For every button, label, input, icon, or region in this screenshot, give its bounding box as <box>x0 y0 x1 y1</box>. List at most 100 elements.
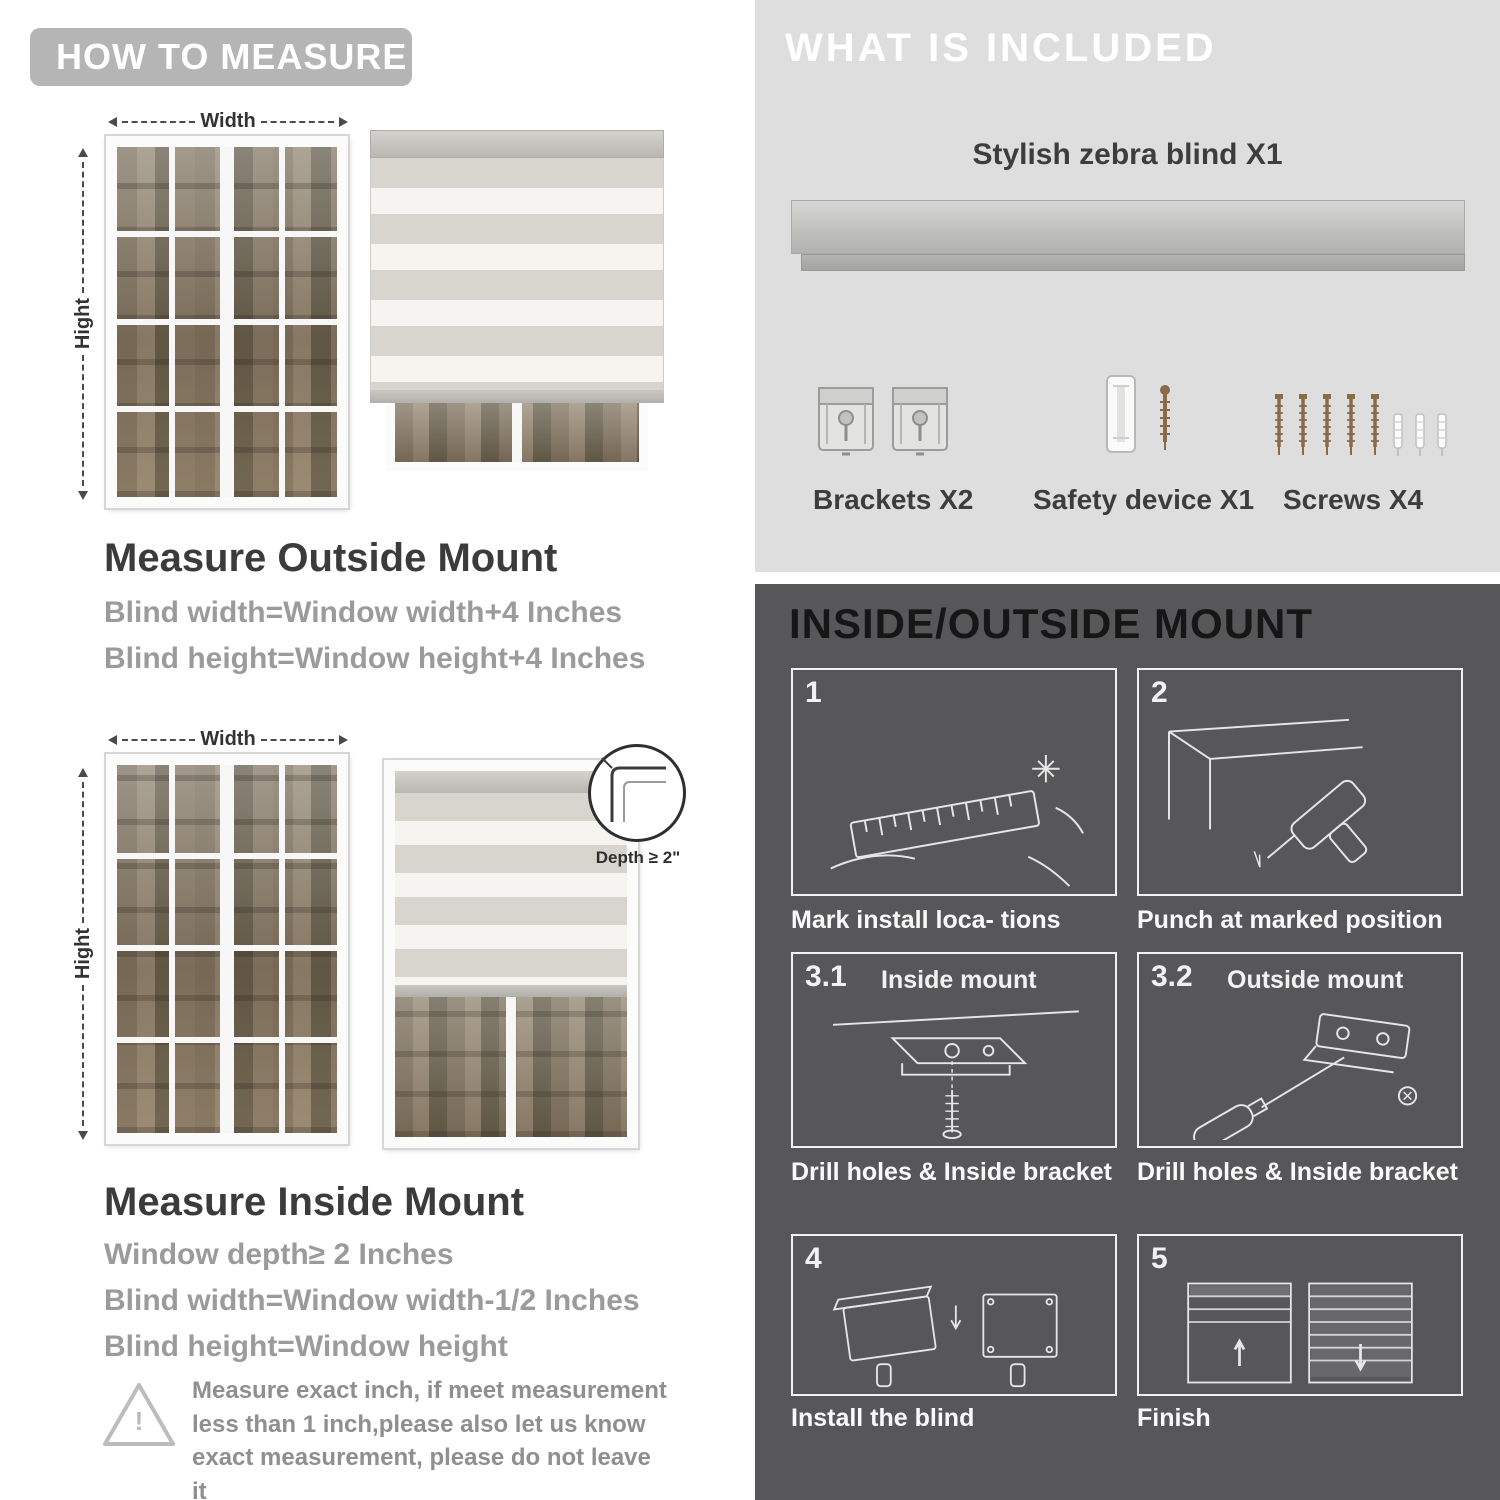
dashed-line <box>82 162 84 294</box>
brackets-label: Brackets X2 <box>813 484 974 515</box>
step-number: 3.2 <box>1151 960 1193 993</box>
window-muntin <box>117 231 337 237</box>
how-to-measure-section: HOW TO MEASURE Width Hight <box>30 28 686 1500</box>
inside-width-arrow: Width <box>108 728 349 751</box>
measure-note: Measure exact inch, if meet measurement … <box>192 1377 667 1500</box>
step-2-illustration <box>1145 712 1455 888</box>
brackets-illustration <box>813 380 953 464</box>
arrow-up-icon <box>78 148 88 157</box>
mount-instructions-section: INSIDE/OUTSIDE MOUNT 1 Mark install lo <box>755 584 1500 1500</box>
blind-item-label: Stylish zebra blind X1 <box>972 138 1283 171</box>
screw-icon <box>1347 394 1355 455</box>
window-muntin <box>117 853 337 860</box>
outside-mount-label: Outside mount <box>1227 966 1404 994</box>
anchor-icon <box>1437 413 1447 456</box>
safety-device-label: Safety device X1 <box>1033 484 1255 515</box>
outside-mount-line-1: Blind width=Window width+4 Inches <box>104 596 623 629</box>
outside-bracket-screwdriver-icon <box>1193 1013 1418 1140</box>
blind-bottom-rail <box>395 985 627 997</box>
screw-icon <box>1299 394 1307 455</box>
blind-headrail-illustration <box>791 200 1465 254</box>
step-panel-3-2: 3.2 Outside mount <box>1137 952 1463 1148</box>
mark-locations-icon <box>830 755 1084 887</box>
outside-height-arrow: Hight <box>72 148 94 500</box>
warning-icon: ! <box>100 1380 178 1450</box>
step-2-caption: Punch at marked position <box>1137 906 1443 934</box>
inside-mount-title: Measure Inside Mount <box>104 1180 525 1224</box>
blind-bottom-rail <box>370 390 664 403</box>
arrow-right-icon <box>339 734 349 745</box>
outside-width-arrow: Width <box>108 110 349 133</box>
dashed-line <box>82 782 84 924</box>
what-is-included-header: WHAT IS INCLUDED <box>785 26 1217 70</box>
finished-blinds-icon <box>1187 1282 1413 1384</box>
what-is-included-section: WHAT IS INCLUDED Stylish zebra blind X1 <box>755 0 1500 572</box>
height-label: Hight <box>71 298 94 350</box>
height-label: Hight <box>71 928 94 980</box>
warning-exclamation: ! <box>134 1406 144 1436</box>
screw-icon <box>1371 394 1379 455</box>
window-mullion <box>512 403 522 462</box>
window-corner-detail-icon <box>601 757 666 822</box>
dashed-line <box>260 120 335 123</box>
step-3-2-caption: Drill holes & Inside bracket <box>1137 1158 1458 1186</box>
outside-mount-title: Measure Outside Mount <box>104 536 558 580</box>
inside-height-arrow: Hight <box>72 768 94 1140</box>
step-number: 2 <box>1151 676 1168 709</box>
step-panel-4: 4 <box>791 1234 1117 1396</box>
inside-mount-label: Inside mount <box>881 966 1037 994</box>
inside-bracket-screw-icon <box>832 1010 1079 1140</box>
step-3-2-illustration <box>1145 996 1455 1140</box>
dashed-line <box>82 984 84 1126</box>
inside-mount-line-2: Blind width=Window width-1/2 Inches <box>104 1284 640 1317</box>
step-1-illustration <box>799 712 1109 888</box>
step-5-illustration <box>1145 1278 1455 1388</box>
bracket-icon <box>892 387 948 456</box>
step-3-1-illustration <box>799 996 1109 1140</box>
dashed-line <box>82 354 84 486</box>
window-mullion <box>506 997 516 1137</box>
how-to-measure-header: HOW TO MEASURE <box>30 28 412 86</box>
depth-detail-circle <box>588 744 686 842</box>
step-panel-5: 5 <box>1137 1234 1463 1396</box>
bracket-icon <box>818 387 874 456</box>
arrow-right-icon <box>339 116 349 127</box>
step-panel-2: 2 <box>1137 668 1463 896</box>
inside-mount-line-1: Window depth≥ 2 Inches <box>104 1238 454 1271</box>
window-below-blind <box>395 997 627 1137</box>
window-illustration-outside <box>104 134 350 510</box>
warning-triangle-icon <box>103 1383 175 1446</box>
width-label: Width <box>200 728 256 750</box>
outside-mount-line-2: Blind height=Window height+4 Inches <box>104 642 646 675</box>
width-label: Width <box>200 110 256 132</box>
arrow-left-icon <box>108 734 117 745</box>
mount-header: INSIDE/OUTSIDE MOUNT <box>789 600 1314 647</box>
install-blind-icon <box>832 1285 1058 1388</box>
window-illustration-inside <box>104 752 350 1146</box>
step-number: 5 <box>1151 1242 1168 1275</box>
anchor-icon <box>1415 413 1425 456</box>
screw-icon <box>1275 394 1283 455</box>
arrow-left-icon <box>108 116 117 127</box>
depth-label: Depth ≥ 2" <box>595 848 681 867</box>
window-muntin <box>117 406 337 412</box>
blind-cassette <box>395 771 627 793</box>
step-number: 3.1 <box>805 960 847 993</box>
blind-headrail-lip <box>801 254 1465 271</box>
anchor-icon <box>1393 413 1403 456</box>
window-below-blind <box>386 403 648 471</box>
zebra-blind-illustration-outside <box>370 130 664 471</box>
step-4-caption: Install the blind <box>791 1404 975 1432</box>
step-number: 1 <box>805 676 822 709</box>
blind-cassette <box>370 130 664 158</box>
window-muntin <box>117 945 337 952</box>
arrow-down-icon <box>78 491 88 500</box>
step-4-illustration <box>799 1278 1109 1388</box>
step-3-1-caption: Drill holes & Inside bracket <box>791 1158 1112 1186</box>
screws-illustration <box>1271 392 1449 458</box>
safety-device-illustration <box>1095 372 1195 464</box>
blind-slats <box>395 793 627 985</box>
window-muntin <box>117 318 337 325</box>
screws-label: Screws X4 <box>1283 484 1424 515</box>
